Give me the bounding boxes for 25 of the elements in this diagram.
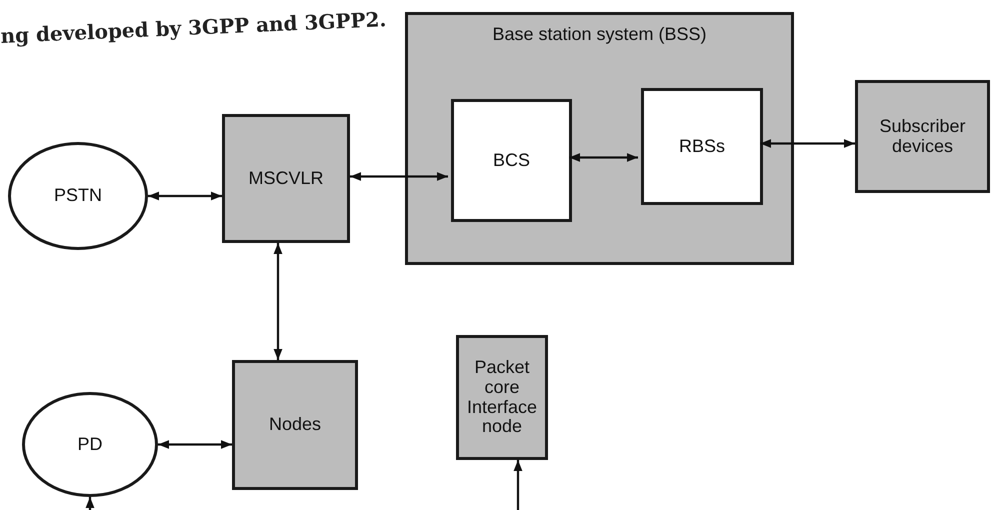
node-label: PSTN	[52, 186, 103, 206]
arrow	[274, 243, 282, 360]
process-box	[456, 335, 548, 460]
node-label: Packet core Interface node	[466, 358, 538, 438]
arrow	[86, 497, 94, 510]
arrow	[158, 440, 232, 449]
system-container	[405, 12, 794, 265]
arrow	[514, 460, 522, 510]
process-box	[855, 80, 990, 193]
arrow	[569, 153, 638, 162]
node-label: Nodes	[268, 415, 322, 435]
process-box	[232, 360, 358, 490]
node-label: RBSs	[678, 136, 726, 156]
group-title: Base station system (BSS)	[491, 25, 708, 45]
body-text: ng developed by 3GPP and 3GPP2.	[0, 7, 387, 48]
node-label: PD	[76, 434, 104, 454]
node-label: MSCVLR	[247, 168, 324, 188]
node-label: Subscriber devices	[878, 116, 967, 156]
arrow	[148, 192, 222, 200]
arrow	[760, 139, 855, 148]
node-label: BCS	[492, 150, 531, 170]
process-box	[222, 114, 350, 243]
process-box	[641, 88, 763, 205]
arrow	[350, 172, 448, 181]
process-box	[451, 99, 572, 222]
